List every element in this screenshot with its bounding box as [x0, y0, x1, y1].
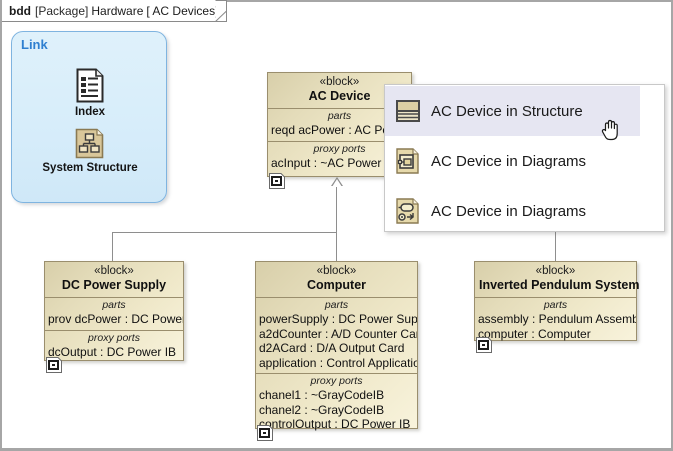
- diagram-kind-label: bdd: [9, 3, 31, 18]
- menu-item-label: AC Device in Structure: [431, 102, 583, 120]
- compartment-row: reqd acPower : AC Po: [271, 123, 390, 137]
- compartment-parts: parts powerSupply : DC Power Supply a2dC…: [256, 298, 417, 374]
- compartment-row: acInput : ~AC Power I: [271, 155, 389, 170]
- compartment-proxy-ports: proxy ports dcOutput : DC Power IB: [45, 331, 183, 363]
- compartment-row: chanel2 : ~GrayCodeIB: [259, 402, 385, 417]
- diagram-frame-header: bdd [Package] Hardware [ AC Devices]: [2, 0, 228, 22]
- internal-block-diagram-icon: [395, 148, 421, 174]
- block-header: «block» DC Power Supply: [45, 262, 183, 298]
- link-item-label: System Structure: [42, 162, 138, 174]
- block-computer[interactable]: «block» Computer parts powerSupply : DC …: [255, 261, 418, 431]
- menu-item-ac-device-in-diagrams-par[interactable]: AC Device in Diagrams: [385, 186, 664, 236]
- link-item-index[interactable]: Index: [12, 68, 168, 118]
- compartment-title: parts: [327, 110, 352, 122]
- structure-tree-document-icon: [75, 128, 104, 159]
- block-stereotype: «block»: [319, 76, 360, 88]
- compartment-title: parts: [543, 299, 568, 311]
- compartment-row: a2dCounter : A/D Counter Card: [259, 326, 417, 341]
- compartment-row: controlOutput : DC Power IB: [259, 417, 411, 431]
- compartment-parts: parts prov dcPower : DC Power: [45, 298, 183, 331]
- generalization-stem: [336, 186, 337, 233]
- block-badge-icon-inverted-pendulum-system[interactable]: [475, 336, 493, 354]
- diagram-package-keyword: [Package]: [35, 3, 89, 18]
- compartment-row: application : Control Application: [259, 355, 417, 370]
- block-badge-icon-computer[interactable]: [256, 424, 274, 442]
- link-item-system-structure[interactable]: System Structure: [12, 128, 168, 174]
- parametric-diagram-icon: [395, 198, 421, 224]
- document-list-icon: [76, 68, 104, 103]
- block-badge-icon-ac-device[interactable]: [268, 172, 286, 190]
- compartment-title: proxy ports: [310, 375, 363, 387]
- block-badge-icon-dc-power-supply[interactable]: [45, 356, 63, 374]
- block-stereotype: «block»: [316, 265, 357, 277]
- block-header: «block» AC Device: [268, 73, 411, 109]
- block-header: «block» Inverted Pendulum System: [475, 262, 640, 298]
- compartment-title: proxy ports: [88, 331, 140, 344]
- link-panel-title: Link: [21, 37, 48, 52]
- block-name: AC Device: [308, 89, 371, 103]
- frame-top-border: [2, 0, 671, 2]
- block-inverted-pendulum-system[interactable]: «block» Inverted Pendulum System parts a…: [474, 261, 640, 344]
- generalization-branch-computer: [336, 232, 337, 262]
- compartment-parts: parts assembly : Pendulum Assembly compu…: [475, 298, 636, 344]
- compartment-row: prov dcPower : DC Power: [48, 312, 183, 326]
- compartment-title: parts: [324, 299, 349, 311]
- diagram-view-name: [ AC Devices]: [146, 3, 219, 18]
- link-item-label: Index: [74, 106, 106, 118]
- structure-block-icon: [395, 98, 421, 124]
- compartment-row: chanel1 : ~GrayCodeIB: [259, 388, 385, 402]
- compartment-proxy-ports: proxy ports acInput : ~AC Power I: [268, 142, 411, 174]
- compartment-title: parts: [102, 299, 126, 311]
- generalization-junction-bar: [112, 232, 337, 233]
- compartment-row: powerSupply : DC Power Supply: [259, 312, 417, 326]
- compartment-row: dcOutput : DC Power IB: [48, 344, 177, 359]
- block-stereotype: «block»: [94, 265, 134, 277]
- block-dc-power-supply[interactable]: «block» DC Power Supply parts prov dcPow…: [44, 261, 184, 361]
- compartment-row: computer : Computer: [478, 326, 591, 341]
- menu-item-label: AC Device in Diagrams: [431, 152, 587, 170]
- compartment-row: assembly : Pendulum Assembly: [478, 312, 636, 326]
- compartment-parts: parts reqd acPower : AC Po: [268, 109, 411, 142]
- generalization-arrowhead-fill: [332, 179, 342, 187]
- block-header: «block» Computer: [256, 262, 417, 298]
- generalization-branch-dc-power-supply: [112, 232, 113, 262]
- link-legend-panel: Link Index: [11, 31, 167, 203]
- menu-item-ac-device-in-structure[interactable]: AC Device in Structure: [385, 86, 640, 136]
- block-name: Inverted Pendulum System: [479, 278, 640, 292]
- compartment-title: proxy ports: [313, 142, 366, 155]
- compartment-row: d2ACard : D/A Output Card: [259, 341, 405, 355]
- association-line-inverted-pendulum: [555, 232, 556, 262]
- menu-item-ac-device-in-diagrams-ibd[interactable]: AC Device in Diagrams: [385, 136, 664, 186]
- diagram-package-name: Hardware: [91, 3, 144, 18]
- context-popup-menu[interactable]: AC Device in Structure AC Device in Diag…: [384, 84, 665, 232]
- block-name: Computer: [306, 278, 367, 292]
- block-stereotype: «block»: [535, 265, 576, 277]
- menu-item-label: AC Device in Diagrams: [431, 202, 587, 220]
- block-name: DC Power Supply: [61, 278, 167, 292]
- compartment-proxy-ports: proxy ports chanel1 : ~GrayCodeIB chanel…: [256, 374, 417, 435]
